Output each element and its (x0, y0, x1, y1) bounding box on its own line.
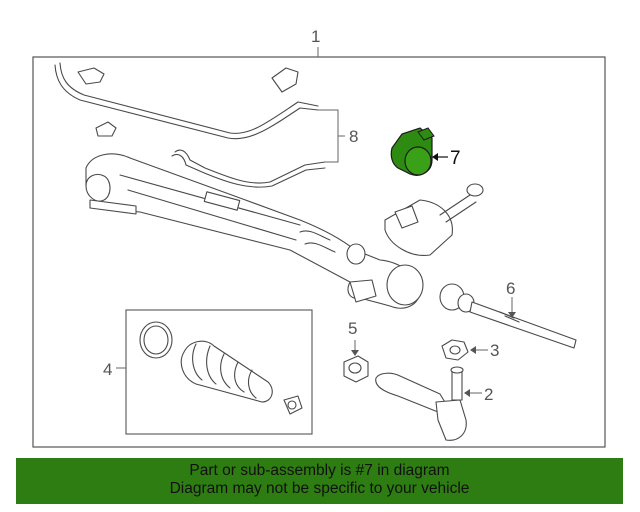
part-5-nut (343, 355, 369, 383)
part-4-boot-kit (139, 321, 303, 415)
callout-2: 2 (484, 385, 493, 404)
part-8-lines (54, 62, 326, 188)
part-4-inset-frame (125, 309, 313, 435)
part-3-hex-nut (441, 339, 469, 361)
parts-diagram: 1 8 7 (32, 27, 606, 448)
info-footer-banner: Part or sub-assembly is #7 in diagram Di… (16, 458, 623, 504)
leader-2-arrow (464, 389, 470, 397)
callout-8: 8 (349, 127, 358, 146)
leader-3-arrow (470, 346, 476, 354)
callout-4: 4 (103, 360, 112, 379)
callout-7: 7 (450, 148, 461, 169)
leader-6-arrow (508, 312, 516, 318)
leader-8 (318, 109, 345, 163)
footer-line-1: Part or sub-assembly is #7 in diagram (189, 462, 450, 479)
part-7-highlighted (390, 127, 435, 176)
assembly-frame (32, 56, 606, 448)
leader-5-arrow (351, 350, 359, 356)
part-1-rack-housing (85, 153, 484, 309)
callout-1: 1 (311, 27, 320, 46)
part-6-inner-tie-rod (439, 283, 577, 349)
callout-3: 3 (490, 341, 499, 360)
part-2-outer-tie-rod (375, 366, 467, 441)
callout-5: 5 (348, 319, 357, 338)
leader-7-arrow (432, 153, 438, 161)
footer-line-2: Diagram may not be specific to your vehi… (169, 480, 470, 497)
callout-6: 6 (506, 279, 515, 298)
